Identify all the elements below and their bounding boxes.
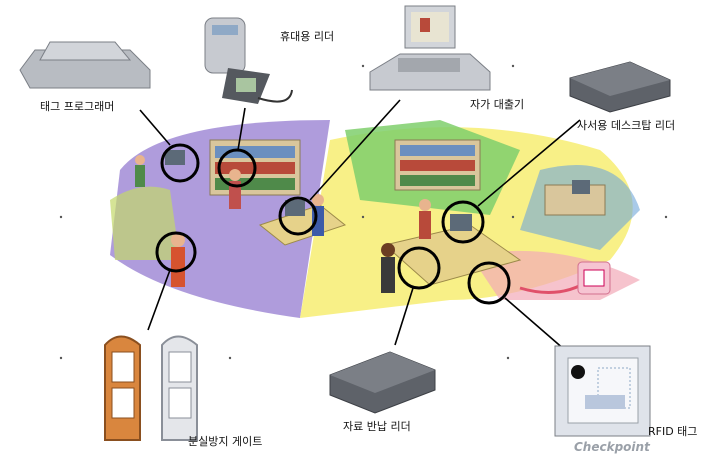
security-gate-icon (104, 335, 198, 441)
bookshelf-icon (394, 139, 481, 191)
rfid-tag-icon (554, 345, 651, 437)
person-icon (135, 155, 431, 293)
decorative-dots (59, 64, 668, 360)
self-checkout-kiosk-icon (369, 5, 491, 91)
label-handheld-reader: 휴대용 리더 (280, 30, 335, 43)
handheld-reader-icon (204, 17, 293, 104)
label-tag-programmer: 태그 프로그래머 (40, 100, 115, 113)
pink-tag-sticker (577, 261, 611, 295)
tag-programmer-icon (19, 41, 151, 89)
label-self-checkout: 자가 대출기 (470, 98, 525, 111)
brand-logo: Checkpoint (574, 440, 650, 454)
label-staff-desk-reader: 사서용 데스크탑 리더 (577, 119, 676, 132)
desk (258, 184, 606, 286)
leader-lines (139, 99, 581, 351)
label-return-reader: 자료 반납 리더 (343, 420, 411, 433)
desktop-reader-icon (569, 61, 671, 113)
return-reader-icon (329, 351, 436, 414)
label-rfid-tag: RFID 태그 (648, 425, 698, 438)
label-security-gate: 분실방지 게이트 (188, 435, 263, 448)
zone-background (110, 120, 640, 318)
computer-monitor (165, 150, 590, 231)
callout-circles (155, 143, 511, 305)
bookshelf-icon (209, 139, 301, 196)
